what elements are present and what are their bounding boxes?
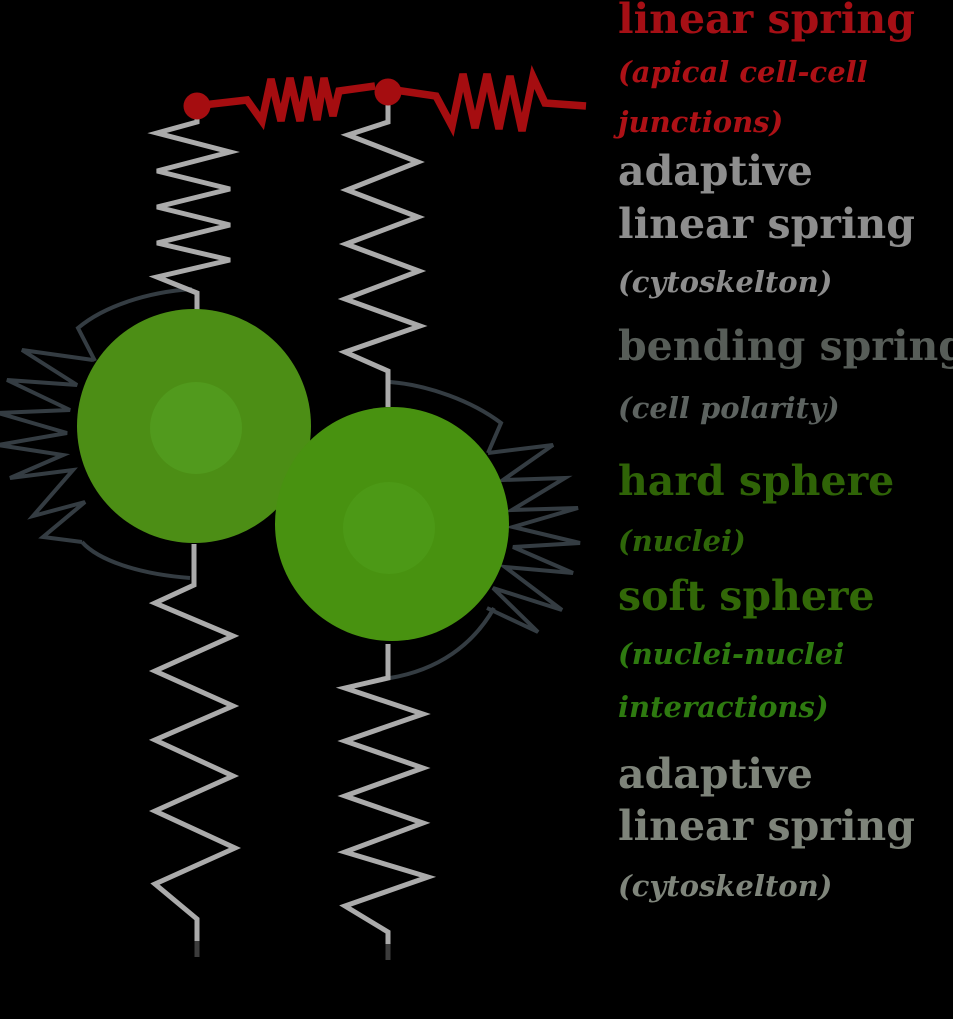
cytoskeleton-spring-lower-right <box>335 644 437 947</box>
apical-spring-left-segment <box>202 76 376 131</box>
cytoskeleton-springs-group <box>147 98 437 947</box>
nucleus-left <box>150 382 242 474</box>
legend-bending-spring-note: (cell polarity) <box>618 391 840 425</box>
bending-spring-arc-top-right <box>389 380 504 454</box>
legend-linear-spring-label: linear spring <box>618 0 915 43</box>
legend-linear-spring-note-line2: junctions) <box>618 105 784 139</box>
legend-hard-sphere-label: hard sphere <box>618 457 895 505</box>
apical-spring-right-segment <box>394 65 587 137</box>
legend-hard-sphere-note: (nuclei) <box>618 524 746 558</box>
legend-soft-sphere-note-line1: (nuclei-nuclei <box>618 637 845 671</box>
legend-adaptive-spring-top-label-line1: adaptive <box>618 147 813 195</box>
legend-soft-sphere-label: soft sphere <box>618 572 875 620</box>
junction-node-right <box>374 78 402 106</box>
spring-end-tips-group <box>194 941 391 960</box>
soft-sphere-starburst-left <box>0 348 94 544</box>
legend-adaptive-spring-top-label-line2: linear spring <box>618 200 915 248</box>
bending-spring-arc-bottom-left <box>80 540 191 580</box>
cytoskeleton-spring-upper-right <box>337 98 428 407</box>
legend-bending-spring-label: bending spring <box>618 322 953 370</box>
legend-linear-spring-note-line1: (apical cell-cell <box>618 55 868 89</box>
legend-soft-sphere-note-line2: interactions) <box>618 690 829 724</box>
bending-spring-arc-top-left <box>75 287 193 362</box>
legend-adaptive-spring-bottom-label-line2: linear spring <box>618 802 915 850</box>
soft-sphere-starburst-right <box>486 443 581 634</box>
bending-spring-arc-bottom-right <box>389 607 496 680</box>
legend-adaptive-spring-bottom-note: (cytoskelton) <box>618 869 833 903</box>
nucleus-right <box>343 482 435 574</box>
legend-adaptive-spring-bottom-label-line1: adaptive <box>618 750 813 798</box>
cytoskeleton-spring-upper-left <box>147 106 240 311</box>
junction-node-left <box>183 92 211 120</box>
cytoskeleton-spring-lower-left <box>148 544 242 944</box>
apical-junction-group <box>183 65 587 137</box>
bending-and-soft-sphere-group <box>0 287 581 680</box>
legend-adaptive-spring-top-note: (cytoskelton) <box>618 265 833 299</box>
